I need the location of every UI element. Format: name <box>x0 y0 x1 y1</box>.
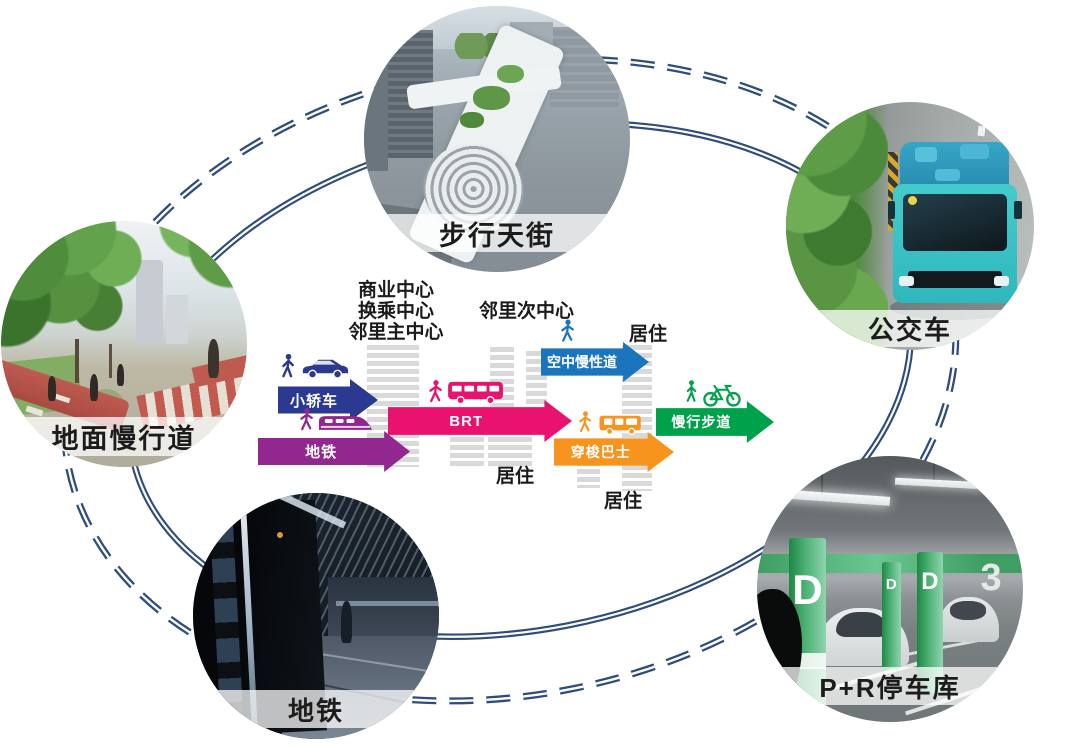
photo-park-and-ride-garage: D D D 3 P+R停车库 <box>757 456 1023 722</box>
car-window <box>950 601 986 620</box>
roof-garden <box>497 64 524 84</box>
bus-roof-unit <box>959 144 990 160</box>
person-silhouette <box>89 373 98 401</box>
bus-mirror <box>887 201 896 219</box>
hall-glow <box>335 601 439 607</box>
person-silhouette <box>340 601 352 644</box>
photo-label-skywalk: 步行天街 <box>364 214 630 252</box>
parked-car <box>937 596 1000 643</box>
ceiling-light <box>778 489 891 506</box>
tree-trunk <box>74 339 79 384</box>
photo-bus: 公交车 <box>786 102 1034 350</box>
signal-light <box>276 532 283 539</box>
bus-windshield <box>902 193 1007 251</box>
tree-canopy <box>1 221 247 369</box>
building <box>550 27 620 108</box>
roof-garden <box>473 85 511 110</box>
bus-roof-unit <box>914 146 938 162</box>
light-rod <box>820 461 824 494</box>
pillar-letter: D <box>921 567 939 595</box>
garage-pillar: D <box>882 562 901 670</box>
bus-headlight <box>994 275 1010 286</box>
car-window <box>835 612 889 637</box>
wall-number: 3 <box>980 557 1002 600</box>
photo-pedestrian-skywalk: 步行天街 <box>364 6 630 272</box>
light-rod <box>932 456 935 480</box>
bus-sign-dot <box>907 196 917 206</box>
bus-roof-unit <box>934 168 960 182</box>
photo-label-greenway: 地面慢行道 <box>1 417 247 456</box>
photo-ground-greenway: 地面慢行道 <box>1 221 247 467</box>
person-silhouette <box>47 375 57 401</box>
building <box>364 59 388 171</box>
person-silhouette <box>116 363 124 386</box>
roof-garden <box>459 112 484 129</box>
photo-metro: 地铁 <box>193 493 439 739</box>
tree-trunk <box>109 344 113 379</box>
bus-headlight <box>898 275 914 286</box>
photo-label-parking: P+R停车库 <box>757 667 1023 705</box>
pillar-letter: D <box>885 576 897 594</box>
bus-grille <box>907 270 1002 288</box>
photo-label-metro: 地铁 <box>193 690 439 728</box>
trees <box>786 102 888 350</box>
photo-label-bus: 公交车 <box>786 310 1034 347</box>
cyclist-silhouette <box>207 339 219 379</box>
pillar-letter: D <box>792 566 823 614</box>
bus-mirror <box>1014 201 1022 219</box>
